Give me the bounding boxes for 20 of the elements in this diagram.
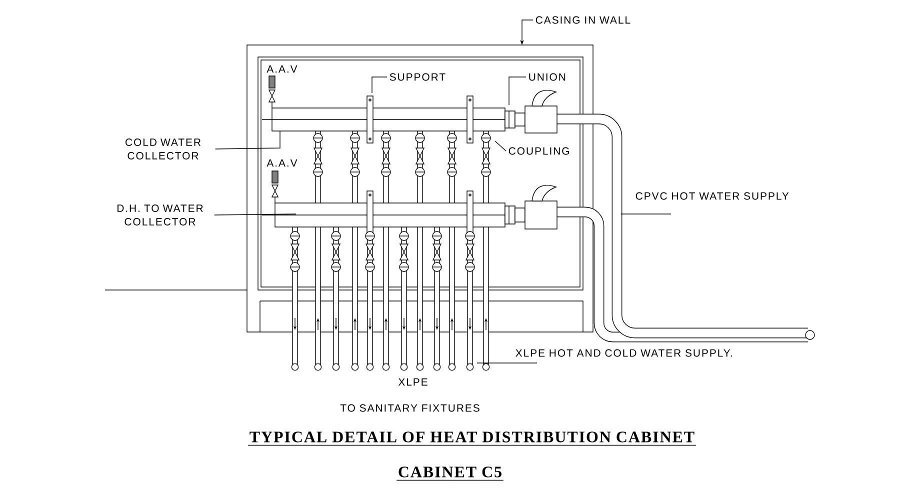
caption: CABINET C5 xyxy=(398,466,502,478)
callout-label: SUPPORT xyxy=(390,73,446,81)
callout-label: CASING IN WALL xyxy=(536,16,630,24)
leader-line xyxy=(508,76,526,106)
leader-line xyxy=(215,130,280,150)
leader-line xyxy=(372,76,388,94)
callout-label: COUPLING xyxy=(508,147,569,155)
part-label: TO SANITARY FIXTURES xyxy=(340,404,480,412)
part-label: XLPE xyxy=(398,378,428,386)
callout-label: CPVC HOT WATER SUPPLY xyxy=(636,192,789,200)
callout-label: COLD WATER COLLECTOR xyxy=(126,138,201,160)
leader-line xyxy=(214,214,296,216)
part-label: A.A.V xyxy=(266,65,298,73)
callout-label: UNION xyxy=(529,73,566,81)
title: TYPICAL DETAIL OF HEAT DISTRIBUTION CABINET xyxy=(250,432,694,442)
callout-label: XLPE HOT AND COLD WATER SUPPLY. xyxy=(516,349,732,357)
part-label: A.A.V xyxy=(266,159,298,167)
callout-label: D.H. TO WATER COLLECTOR xyxy=(118,204,203,226)
leader-line xyxy=(494,140,506,152)
leader-line xyxy=(476,362,538,364)
